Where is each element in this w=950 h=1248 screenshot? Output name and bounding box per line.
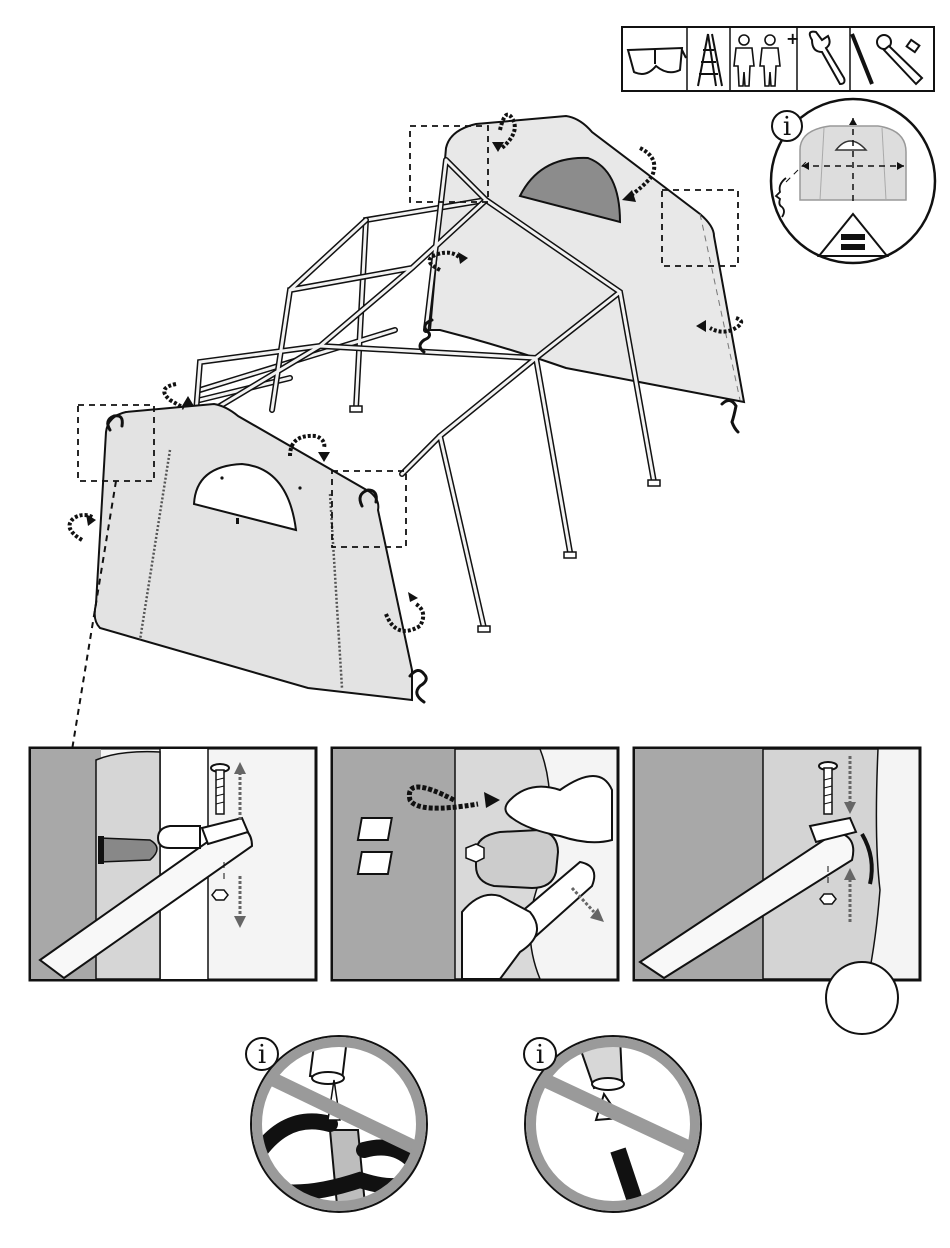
- tip-2-info-symbol: i: [536, 1040, 544, 1070]
- front-end-cover: [95, 404, 412, 700]
- info-bubble: = i: [771, 99, 935, 263]
- blank-callout-circle: [826, 962, 898, 1034]
- detail-panel-tighten-bolt: [634, 748, 920, 980]
- tip-incorrect-through-pipe: i: [246, 1030, 430, 1216]
- tip-1-info-symbol: i: [258, 1040, 266, 1070]
- tip-incorrect-under-pipe: i: [524, 1036, 704, 1216]
- detail-panel-insert-bolt: [30, 748, 316, 980]
- tool-strip: +: [622, 27, 934, 91]
- shelter-illustration: [70, 115, 745, 750]
- helper-plus-symbol: +: [786, 29, 799, 48]
- info-symbol: i: [783, 112, 791, 142]
- detail-panel-wrap-cover: [332, 748, 618, 980]
